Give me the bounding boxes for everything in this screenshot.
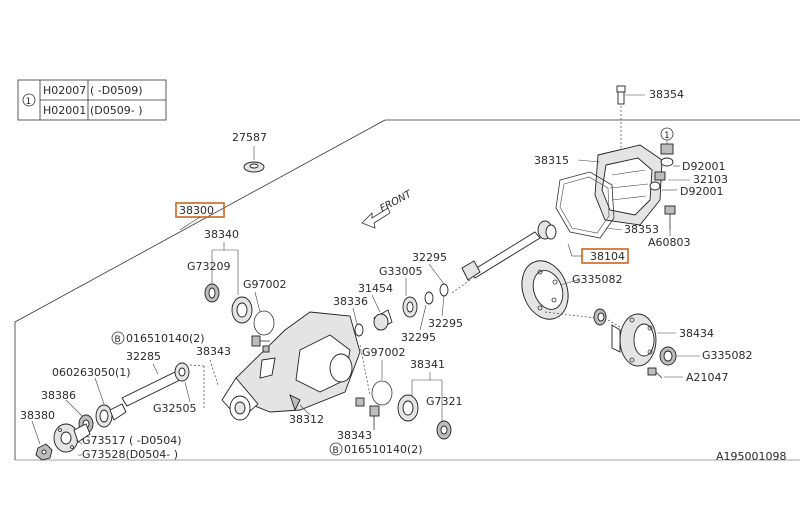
label-060263050: 060263050(1) — [52, 366, 131, 379]
label-38343-lower: 38343 — [337, 429, 372, 442]
plug-D92001-upper — [660, 157, 680, 167]
label-32295-bottom: 32295 — [401, 331, 436, 344]
label-G335082-upper: G335082 — [572, 273, 623, 286]
collapsible-spacer-32285 — [121, 363, 181, 407]
bolt-group-left: B — [111, 331, 270, 353]
label-G32505: G32505 — [153, 402, 197, 415]
bearing-G32505 — [174, 362, 206, 410]
pinion-callout-lines — [75, 377, 105, 456]
label-38380: 38380 — [20, 409, 55, 422]
label-G335082-lower: G335082 — [702, 349, 753, 362]
differential-case-38434 — [611, 313, 676, 367]
front-label: FRONT — [378, 188, 414, 214]
labels-right-bottom: G97002 38341 G7321 38343 016510140(2) — [337, 346, 463, 456]
svg-text:1: 1 — [664, 131, 670, 141]
label-G97002-right: G97002 — [362, 346, 406, 359]
label-32295-mid: 32295 — [428, 317, 463, 330]
svg-text:B: B — [333, 446, 339, 456]
label-32295-top: 32295 — [412, 251, 447, 264]
alignment-dashes — [209, 279, 597, 396]
shims-32295 — [419, 263, 449, 331]
legend-range-1: ( -D0509) — [90, 84, 143, 97]
label-38354: 38354 — [649, 88, 684, 101]
label-38386: 38386 — [41, 389, 76, 402]
legend-code-1: H02007 — [43, 84, 86, 97]
label-016510140-upper: 016510140(2) — [126, 332, 205, 345]
label-G33005: G33005 — [379, 265, 423, 278]
highlight-38104 — [567, 243, 629, 264]
label-G97002-left: G97002 — [243, 278, 287, 291]
label-A21047: A21047 — [686, 371, 729, 384]
washer-38336 — [352, 307, 364, 337]
o-ring-G97002-left — [253, 291, 275, 336]
label-32285: 32285 — [126, 350, 161, 363]
nut-38380 — [31, 420, 53, 461]
label-32103: 32103 — [693, 173, 728, 186]
labels-center-top: 32295 G33005 31454 38336 32295 32295 — [333, 251, 463, 344]
seal-G73209 — [204, 283, 220, 303]
label-D92001-lower: D92001 — [680, 185, 723, 198]
legend-code-2: H02001 — [43, 104, 86, 117]
label-27587: 27587 — [232, 131, 267, 144]
label-38353: 38353 — [624, 223, 659, 236]
label-38315: 38315 — [534, 154, 569, 167]
label-38300[interactable]: 38300 — [179, 204, 214, 217]
seal-G7321 — [436, 420, 452, 440]
label-G73528: G73528(D0504- ) — [82, 448, 178, 461]
label-38343-upper: 38343 — [196, 345, 231, 358]
label-016510140-lower: 016510140(2) — [344, 443, 423, 456]
bolt-A60803 — [664, 205, 676, 236]
washer-27587 — [243, 146, 265, 173]
bearing-G33005 — [402, 278, 418, 318]
legend-range-2: (D0509- ) — [90, 104, 143, 117]
side-retainer-right — [397, 394, 419, 422]
plug-D92001-lower — [649, 181, 677, 191]
label-38312: 38312 — [289, 413, 324, 426]
assembly-frame — [14, 119, 800, 461]
front-direction-arrow: FRONT — [361, 188, 414, 229]
legend-circle-badge — [22, 93, 36, 107]
label-38336: 38336 — [333, 295, 368, 308]
o-ring-G97002-right — [371, 360, 393, 406]
breather-plug-38354 — [616, 85, 645, 150]
bracket-38340 — [211, 242, 239, 295]
label-38340: 38340 — [204, 228, 239, 241]
label-G73209: G73209 — [187, 260, 231, 273]
drive-pinion-shaft — [461, 220, 557, 281]
bracket-38341 — [411, 372, 443, 425]
label-A60803: A60803 — [648, 236, 691, 249]
svg-text:B: B — [115, 335, 121, 345]
rear-cover-38315 — [577, 144, 663, 226]
label-D92001-upper: D92001 — [682, 160, 725, 173]
label-31454: 31454 — [358, 282, 393, 295]
differential-carrier-38312 — [221, 311, 361, 421]
spacer-31454 — [371, 294, 393, 331]
label-G7321: G7321 — [426, 395, 463, 408]
label-G73517: G73517 ( -D0504) — [82, 434, 182, 447]
side-seal-right — [593, 308, 626, 331]
label-38341: 38341 — [410, 358, 445, 371]
labels-left-top: 38340 G73209 G97002 — [187, 228, 287, 291]
ring-gear — [521, 260, 579, 320]
seal-G335082-lower — [659, 346, 700, 366]
labels-left-mid: 32285 060263050(1) 38386 G32505 38380 G7… — [20, 350, 197, 461]
companion-flange — [53, 423, 91, 453]
label-38434: 38434 — [679, 327, 714, 340]
diagram-id: A195001098 — [716, 450, 787, 463]
bolt-group-right: B — [329, 397, 380, 456]
legend-circle-number: 1 — [26, 97, 32, 107]
label-38104[interactable]: 38104 — [590, 250, 625, 263]
gasket-38353 — [555, 171, 623, 239]
circle-1-badge: 1 — [660, 127, 674, 155]
gasket-32103 — [654, 171, 690, 181]
legend-table: 1 H02007 ( -D0509) H02001 (D0509- ) — [17, 79, 167, 121]
front-bearing — [95, 403, 127, 428]
side-retainer-left — [231, 296, 253, 324]
bolt-A21047 — [647, 367, 683, 379]
